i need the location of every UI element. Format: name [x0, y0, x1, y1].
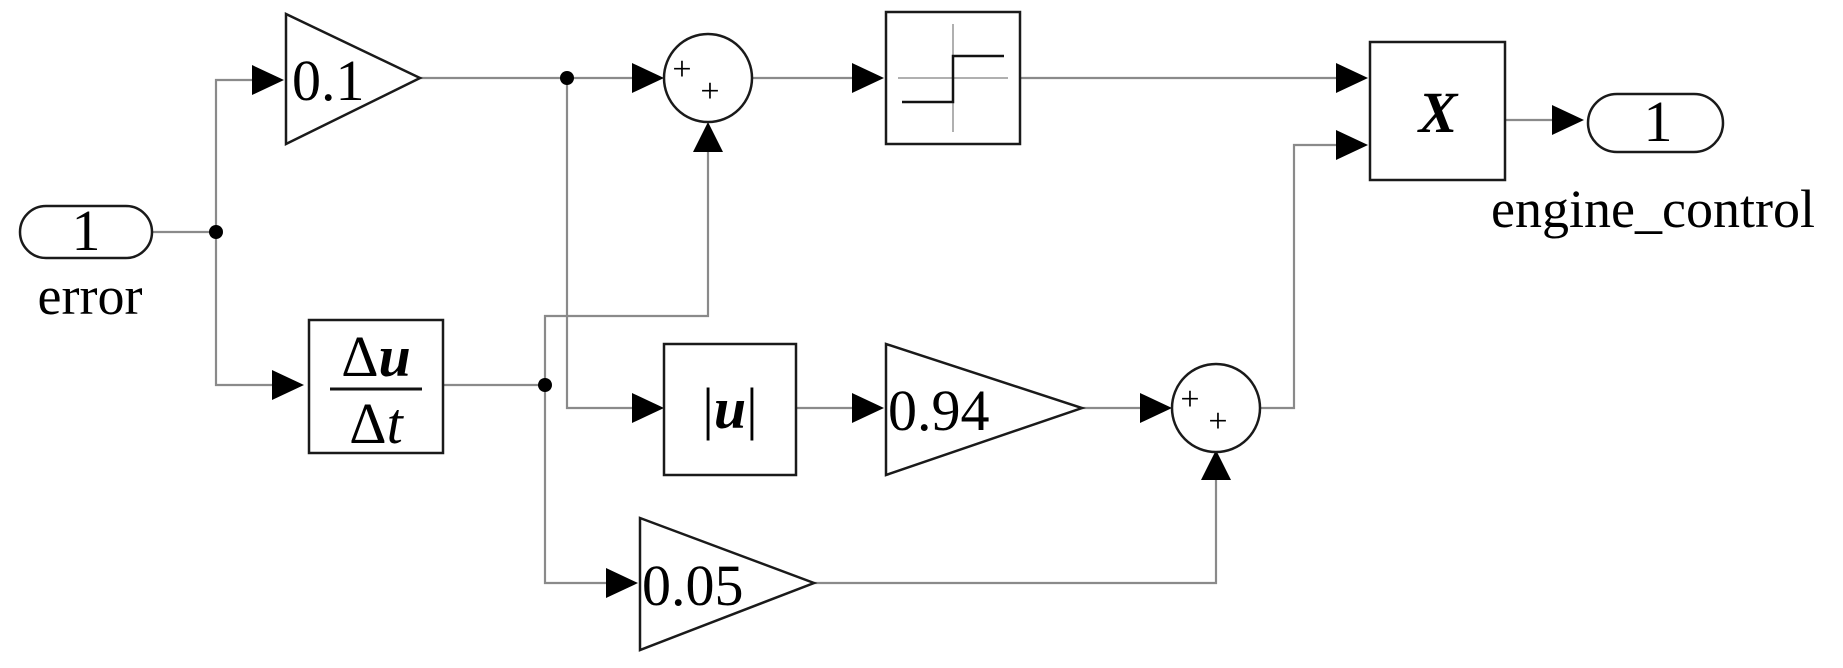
gain-block-middle[interactable]: 0.94 [884, 342, 1086, 477]
arrowhead [1552, 105, 1584, 135]
wire-to-gain-0-1 [214, 78, 262, 232]
branch-point [209, 225, 223, 239]
gain-value-bottom: 0.05 [642, 553, 744, 618]
gain-triangle [884, 342, 1086, 477]
sum-circle [662, 32, 754, 124]
gain-block-bottom[interactable]: 0.05 [638, 516, 818, 652]
wire-sum2-out [1260, 143, 1345, 410]
arrowhead [632, 63, 664, 93]
arrowhead [852, 63, 884, 93]
arrowhead [693, 122, 723, 152]
arrowheads [252, 63, 1584, 598]
sum-sign-first: + [672, 51, 691, 88]
signal-lines [152, 76, 1558, 585]
inport-label: error [38, 266, 143, 326]
sum-sign-first: + [1180, 381, 1199, 418]
inport-shape [18, 204, 154, 260]
product-label: X [1417, 80, 1459, 145]
arrowhead [1336, 130, 1368, 160]
derivative-numerator: Δu [341, 324, 411, 389]
outport-engine-control[interactable]: 1 engine_control [1491, 89, 1815, 239]
branch-point [538, 378, 552, 392]
arrowhead [852, 393, 884, 423]
inport-error[interactable]: 1 error [18, 198, 154, 326]
product-block-frame [1368, 40, 1507, 182]
arrowhead [1336, 63, 1368, 93]
sum-block-2[interactable]: + + [1170, 362, 1262, 454]
branch-point [560, 71, 574, 85]
sum-sign-second: + [700, 73, 719, 110]
gain-triangle [638, 516, 818, 652]
wire-to-gain-0-05 [543, 385, 608, 585]
gain-value-middle: 0.94 [888, 378, 990, 443]
gain-value-top: 0.1 [292, 48, 365, 113]
abs-block-frame [662, 342, 798, 477]
sum-circle [1170, 362, 1262, 454]
inport-number: 1 [72, 198, 101, 263]
outport-number: 1 [1644, 89, 1673, 154]
product-block[interactable]: X [1368, 40, 1507, 182]
abs-label: |u| [702, 376, 758, 441]
arrowhead [606, 568, 638, 598]
wire-to-abs [565, 78, 632, 410]
arrowhead [1140, 393, 1172, 423]
sign-step-curve [902, 54, 1004, 104]
outport-shape [1586, 92, 1725, 154]
derivative-denominator: Δt [349, 391, 404, 456]
wire-to-derivative [214, 232, 282, 387]
sign-block[interactable] [884, 10, 1022, 146]
abs-block[interactable]: |u| [662, 342, 798, 477]
arrowhead [632, 393, 664, 423]
arrowhead [252, 65, 284, 95]
wire-gain-0-05-out [814, 476, 1218, 585]
sum-block-1[interactable]: + + [662, 32, 754, 124]
outport-label: engine_control [1491, 179, 1815, 239]
derivative-block-frame [307, 318, 445, 455]
arrowhead [272, 370, 304, 400]
wire-to-sum1-bottom [543, 148, 710, 385]
gain-block-top[interactable]: 0.1 [284, 12, 423, 147]
gain-triangle [284, 12, 423, 147]
arrowhead [1201, 450, 1231, 480]
sum-sign-second: + [1208, 403, 1227, 440]
derivative-block[interactable]: Δu Δt [307, 318, 445, 456]
